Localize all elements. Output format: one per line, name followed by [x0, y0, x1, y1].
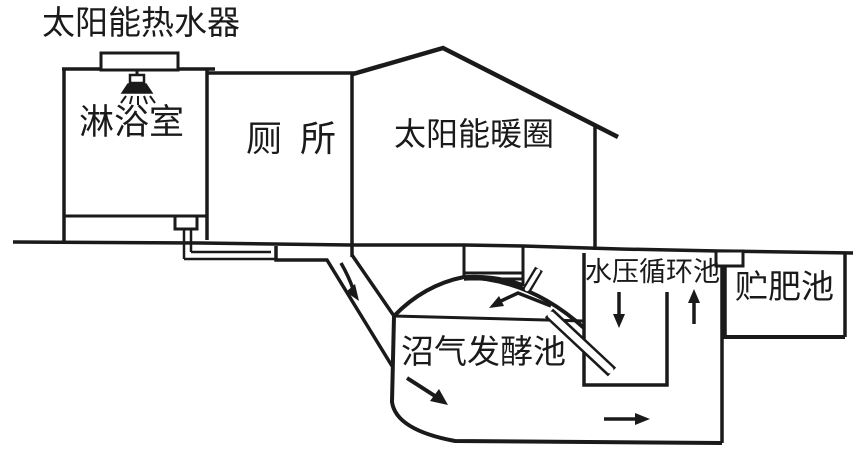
gas-pipe-icon — [522, 266, 543, 294]
discharge-pipe-icon — [544, 308, 617, 377]
label-solar-pigpen: 太阳能暖圈 — [394, 116, 555, 152]
label-toilet: 厕 所 — [246, 119, 337, 159]
flow-arrow-inlet — [339, 262, 359, 301]
toilet-outline — [207, 71, 358, 257]
flow-arrow-up — [688, 289, 700, 324]
label-manure-storage-pool: 贮肥池 — [735, 270, 834, 306]
water-heater-tank — [99, 51, 180, 72]
shower-head-icon — [120, 70, 156, 105]
flow-arrow-digester — [405, 376, 448, 405]
shower-spray-icon — [120, 95, 156, 105]
flow-arrow-surface — [489, 291, 552, 308]
pressure-pool-outline — [582, 253, 669, 387]
overflow-spout — [714, 249, 745, 268]
floor-drain — [173, 214, 199, 231]
inlet-channel — [274, 246, 396, 367]
digester-outline — [389, 315, 723, 445]
flow-arrow-outlet — [604, 413, 650, 425]
ground-line — [12, 240, 854, 255]
label-biogas-digester: 沼气发酵池 — [401, 335, 566, 371]
manhole-cover-icon — [462, 245, 525, 289]
storage-pool-outline — [722, 253, 847, 339]
label-solar-water-heater: 太阳能热水器 — [42, 6, 240, 42]
drain-pipe — [182, 229, 277, 261]
label-shower-room: 淋浴室 — [79, 103, 185, 142]
label-water-pressure-pool: 水压循环池 — [585, 257, 720, 287]
flow-arrow-down — [613, 292, 625, 328]
pigpen-roof — [352, 45, 620, 140]
